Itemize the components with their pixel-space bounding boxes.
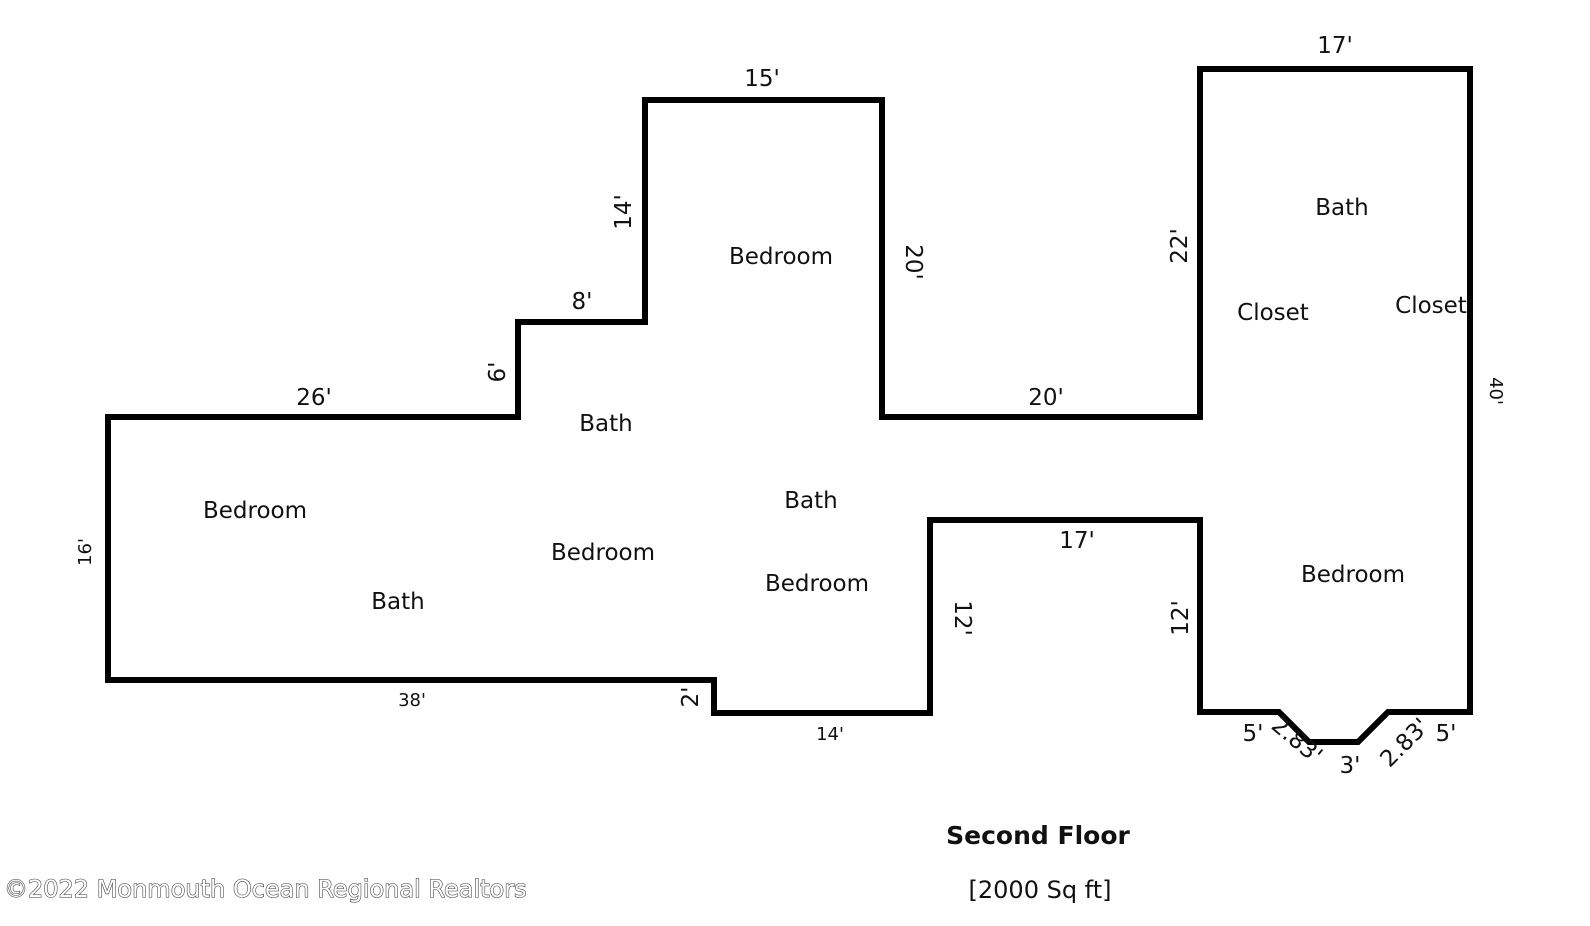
room-label: Closet <box>1237 300 1309 326</box>
dimension-label: 17' <box>1059 528 1095 554</box>
floor-plan-outline <box>105 66 1473 745</box>
room-label: Bedroom <box>765 571 869 597</box>
dimension-label: 3' <box>1340 753 1361 779</box>
dimension-label: 14' <box>611 194 637 230</box>
dimension-label: 26' <box>296 385 332 411</box>
dimension-label: 12' <box>949 600 975 636</box>
dimension-label: 38' <box>398 690 426 711</box>
dimension-label: 2' <box>678 687 704 708</box>
dimension-label: 2.83' <box>1376 714 1435 773</box>
room-label: Bath <box>1315 195 1368 221</box>
copyright-watermark: ©2022 Monmouth Ocean Regional Realtors <box>4 875 527 903</box>
dimension-label: 5' <box>1243 721 1264 747</box>
room-label: Closet <box>1395 293 1467 319</box>
dimension-label: 20' <box>1028 385 1064 411</box>
room-label: Bedroom <box>1301 562 1405 588</box>
dimension-label: 14' <box>816 724 844 745</box>
room-label: Bath <box>371 589 424 615</box>
dimension-label: 8' <box>572 289 593 315</box>
room-label: Bedroom <box>551 540 655 566</box>
dimension-label: 22' <box>1167 228 1193 264</box>
room-label: Bedroom <box>203 498 307 524</box>
dimension-label: 12' <box>1168 600 1194 636</box>
dimension-label: 15' <box>744 66 780 92</box>
dimension-label: 20' <box>900 244 926 280</box>
room-label: Bath <box>579 411 632 437</box>
dimension-label: 40' <box>1485 377 1506 405</box>
room-label: Bedroom <box>729 244 833 270</box>
dimension-label: 17' <box>1317 33 1353 59</box>
dimension-label: 2.83' <box>1266 712 1327 769</box>
room-label: Bath <box>784 488 837 514</box>
floor-area: [2000 Sq ft] <box>969 876 1112 904</box>
dimension-label: 16' <box>75 538 96 566</box>
floor-title: Second Floor <box>946 821 1130 850</box>
dimension-label: 6' <box>485 362 511 383</box>
dimension-label: 5' <box>1436 721 1457 747</box>
